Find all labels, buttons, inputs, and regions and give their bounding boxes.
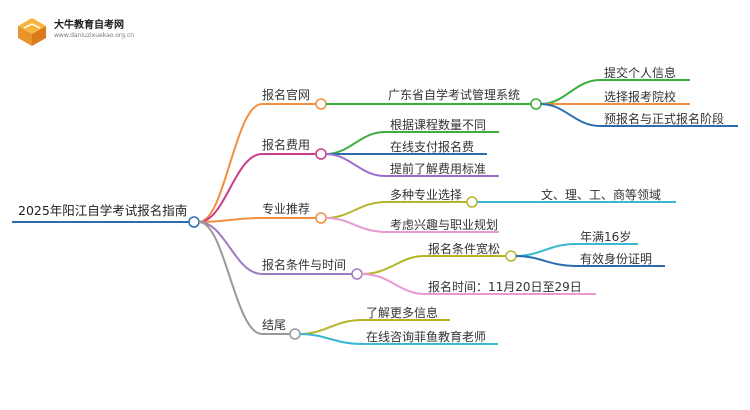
- major-connector-1: [325, 201, 386, 219]
- connector-official: [198, 103, 263, 223]
- end-connector-1: [299, 319, 363, 335]
- official-system-label: 广东省自学考试管理系统: [388, 87, 520, 102]
- cond-id-connector: [515, 255, 576, 267]
- major-field-label: 文、理、工、商等领域: [541, 187, 661, 202]
- logo-title: 大牛教育自考网: [54, 20, 124, 31]
- fee-connector-3: [325, 153, 386, 177]
- cond-loose-label: 报名条件宽松: [428, 241, 500, 256]
- logo-url: www.daniuzixuekao.org.cn: [54, 32, 135, 39]
- logo-book-icon: [18, 18, 46, 46]
- official-leaf-connector-3: [540, 103, 601, 127]
- fee-leaf-1: 根据课程数量不同: [390, 117, 486, 132]
- official-leaf-2: 选择报考院校: [604, 89, 676, 104]
- fee-leaf-2: 在线支付报名费: [390, 139, 474, 154]
- fee-leaf-3: 提前了解费用标准: [390, 161, 486, 176]
- cond-age-connector: [515, 243, 576, 257]
- major-choice-dot: [466, 196, 478, 208]
- root-label: 2025年阳江自学考试报名指南: [18, 203, 187, 218]
- official-leaf-1: 提交个人信息: [604, 65, 676, 80]
- fee-connector-1: [325, 131, 386, 155]
- cond-time-label: 报名时间：11月20日至29日: [428, 279, 582, 294]
- branch-official-label: 报名官网: [262, 87, 310, 102]
- official-leaf-3: 预报名与正式报名阶段: [604, 111, 724, 126]
- end-leaf-2: 在线咨询菲鱼教育老师: [366, 329, 486, 344]
- official-leaf-connector-1: [540, 79, 601, 105]
- cond-age-label: 年满16岁: [580, 229, 631, 244]
- branch-official-dot: [315, 98, 327, 110]
- major-choice-label: 多种专业选择: [390, 187, 462, 202]
- cond-id-label: 有效身份证明: [580, 251, 652, 266]
- cond-connector-1: [361, 255, 425, 275]
- connector-cond: [198, 221, 263, 275]
- major-connector-2: [325, 217, 386, 233]
- end-leaf-1: 了解更多信息: [366, 305, 438, 320]
- official-system-dot: [530, 98, 542, 110]
- branch-fee-label: 报名费用: [262, 137, 310, 152]
- branch-end-dot: [289, 328, 301, 340]
- branch-major-dot: [315, 212, 327, 224]
- logo: 大牛教育自考网 www.daniuzixuekao.org.cn: [14, 14, 144, 50]
- connector-major: [198, 217, 263, 223]
- connector-fee: [198, 153, 263, 223]
- connector-end: [198, 221, 263, 335]
- branch-end-label: 结尾: [262, 318, 286, 332]
- major-plan-label: 考虑兴趣与职业规划: [390, 217, 498, 232]
- branch-cond-label: 报名条件与时间: [262, 257, 346, 272]
- branch-major-label: 专业推荐: [262, 201, 310, 216]
- branch-cond-dot: [351, 268, 363, 280]
- branch-fee-dot: [315, 148, 327, 160]
- end-connector-2: [299, 333, 363, 345]
- cond-connector-2: [361, 273, 425, 295]
- cond-loose-dot: [505, 250, 517, 262]
- root-node-dot: [188, 216, 200, 228]
